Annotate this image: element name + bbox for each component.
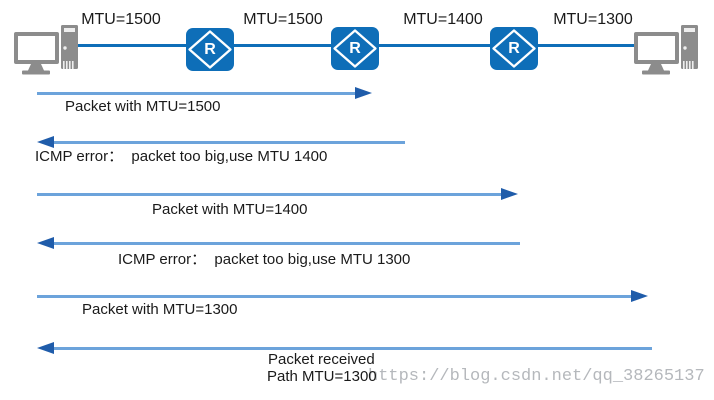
router-icon-2: R [331, 27, 379, 70]
router-label: R [508, 39, 520, 57]
message-label-6-line2: Path MTU=1300 [267, 368, 377, 385]
message-arrow-right-2 [37, 188, 518, 201]
router-icon-3: R [490, 27, 538, 70]
router-label: R [349, 39, 361, 57]
message-arrow-left-2 [37, 237, 520, 250]
message-arrow-right-3 [37, 290, 648, 303]
router-icon-1: R [186, 28, 234, 71]
router-label: R [204, 40, 216, 58]
message-label-6-line1: Packet received [268, 351, 375, 368]
message-label-2: ICMP error： packet too big,use MTU 1400 [35, 148, 328, 165]
watermark: https://blog.csdn.net/qq_38265137 [368, 367, 705, 386]
arrow-head-icon [501, 188, 518, 200]
link-mtu-label-1: MTU=1500 [81, 11, 161, 28]
message-label-4: ICMP error： packet too big,use MTU 1300 [118, 251, 411, 268]
message-label-1: Packet with MTU=1500 [65, 98, 221, 115]
message-label-3: Packet with MTU=1400 [152, 201, 308, 218]
arrow-head-icon [631, 290, 648, 302]
arrow-head-icon [37, 237, 54, 249]
arrow-head-icon [37, 342, 54, 354]
message-arrow-left-1 [37, 136, 405, 149]
link-mtu-label-4: MTU=1300 [553, 11, 633, 28]
computer-icon-right [634, 25, 698, 75]
arrow-head-icon [37, 136, 54, 148]
message-label-5: Packet with MTU=1300 [82, 301, 238, 318]
link-mtu-label-2: MTU=1500 [243, 11, 323, 28]
link-mtu-label-3: MTU=1400 [403, 11, 483, 28]
message-arrow-right-1 [37, 87, 372, 100]
computer-icon-left [14, 25, 78, 75]
arrow-head-icon [355, 87, 372, 99]
message-arrow-left-3 [37, 342, 652, 355]
